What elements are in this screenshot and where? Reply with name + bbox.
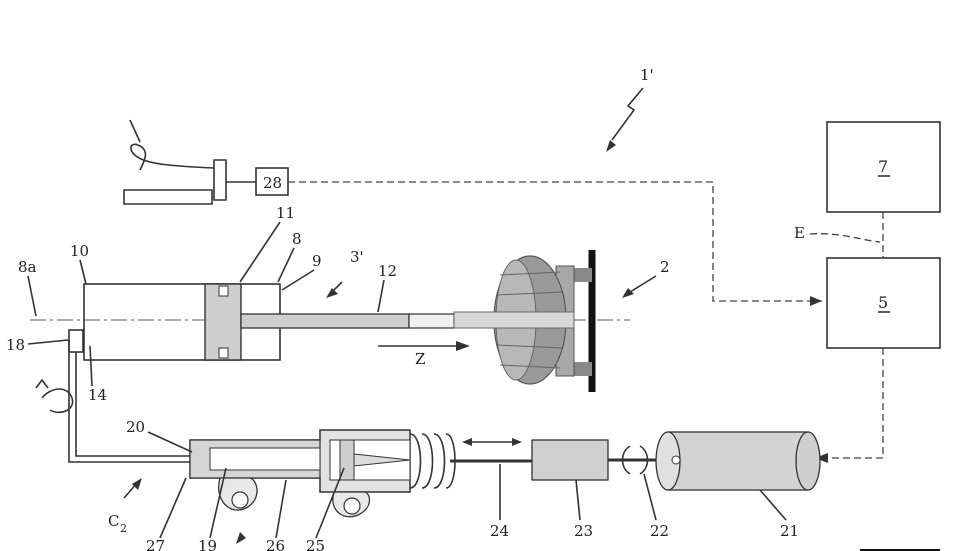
actuator-housing <box>189 429 456 518</box>
arrowhead-motor <box>815 453 828 463</box>
label-direction: Z <box>415 350 425 368</box>
label-gear: 23 <box>574 522 593 540</box>
label-cylinder-body: 10 <box>70 242 89 260</box>
hydraulic-line-inner <box>75 352 190 457</box>
label-cylinder-end: 9 <box>312 252 322 270</box>
label-brake: 2 <box>660 258 670 276</box>
label-sensor: 28 <box>263 174 282 192</box>
electric-motor <box>655 431 821 491</box>
label-system: 1' <box>640 66 654 84</box>
label-plunger: 25 <box>306 537 325 551</box>
coupling-rotation <box>621 445 649 475</box>
hydraulic-line <box>68 340 190 463</box>
leader-E <box>809 233 881 243</box>
signal-line-motor <box>820 348 884 459</box>
brake-pedal <box>123 119 256 205</box>
label-chamber: 14 <box>88 386 107 404</box>
label-unit-top: 7 <box>878 157 888 176</box>
label-spindle: 24 <box>490 522 509 540</box>
label-circuit: C <box>108 512 119 530</box>
label-outlet: 20 <box>126 418 145 436</box>
label-signal: E <box>794 224 805 242</box>
label-motor: 21 <box>780 522 799 540</box>
label-circuit-sub: 2 <box>120 522 127 535</box>
label-axis: 8a <box>18 258 37 276</box>
pump-symbol <box>35 378 74 414</box>
label-coupling: 22 <box>650 522 669 540</box>
master-cylinder <box>68 283 455 361</box>
label-bore: 19 <box>198 537 217 551</box>
gear-box <box>531 439 609 481</box>
label-master-cylinder: 3' <box>350 248 364 266</box>
brake-assembly <box>453 250 596 392</box>
leader-system <box>611 87 644 141</box>
arrowhead-controller <box>810 296 822 306</box>
label-piston: 11 <box>276 204 295 222</box>
signal-line-sensor <box>288 181 822 302</box>
label-port: 18 <box>6 336 25 354</box>
label-front-end: 27 <box>146 537 165 551</box>
label-controller: 5 <box>878 293 888 312</box>
label-chamber-end: 8 <box>292 230 302 248</box>
label-rod: 12 <box>378 262 397 280</box>
label-housing: 26 <box>266 537 285 551</box>
